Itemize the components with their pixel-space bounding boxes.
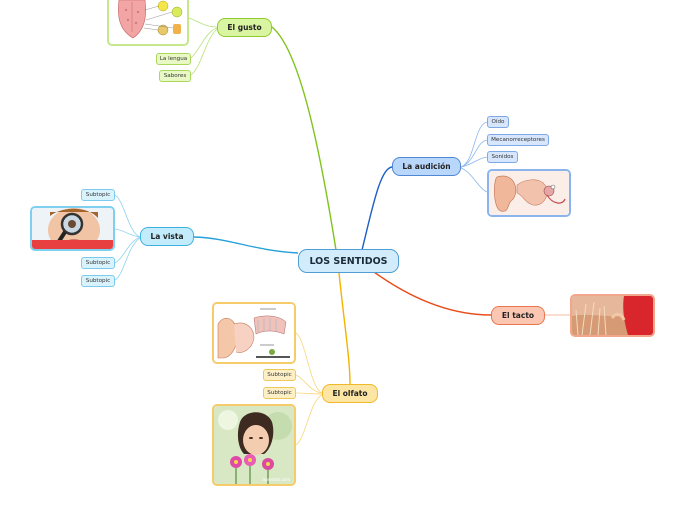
olfato-connectors — [295, 332, 323, 446]
wheat-field-photo — [572, 296, 653, 335]
vista-connectors — [114, 194, 141, 281]
branch-line-gusto — [271, 26, 337, 251]
subtopic-la-lengua[interactable]: La lengua — [156, 53, 191, 65]
flowers-photo: aprentos.com — [214, 406, 294, 484]
image-girl-smelling-flowers[interactable]: aprentos.com — [212, 404, 296, 486]
branch-vista[interactable]: La vista — [140, 227, 194, 246]
central-topic[interactable]: LOS SENTIDOS — [298, 249, 399, 273]
branch-line-tacto — [373, 271, 492, 316]
image-ear-anatomy[interactable] — [487, 169, 571, 217]
audicion-connectors — [460, 121, 488, 193]
branch-line-olfato — [338, 272, 351, 385]
subtopic-vista-3[interactable]: Subtopic — [81, 275, 115, 287]
image-nose-anatomy[interactable] — [212, 302, 296, 364]
subtopic-oido[interactable]: Oído — [487, 116, 509, 128]
branch-line-audicion — [361, 166, 393, 251]
branch-tacto[interactable]: El tacto — [491, 306, 545, 325]
branch-olfato[interactable]: El olfato — [322, 384, 378, 403]
subtopic-mecanorreceptores[interactable]: Mecanorreceptores — [487, 134, 549, 146]
subtopic-vista-1[interactable]: Subtopic — [81, 189, 115, 201]
subtopic-sonidos[interactable]: Sonidos — [487, 151, 518, 163]
subtopic-sabores[interactable]: Sabores — [159, 70, 191, 82]
tongue-illustration — [118, 0, 183, 39]
image-tongue-diagram[interactable] — [107, 0, 189, 46]
magnifier-photo — [32, 208, 113, 249]
gusto-connectors — [188, 17, 218, 76]
subtopic-vista-2[interactable]: Subtopic — [81, 257, 115, 269]
ear-illustration — [489, 171, 569, 215]
subtopic-olfato-1[interactable]: Subtopic — [263, 369, 296, 381]
branch-line-vista — [193, 236, 299, 254]
subtopic-olfato-2[interactable]: Subtopic — [263, 387, 296, 399]
photo-caption: aprentos.com — [263, 477, 291, 482]
image-hand-wheat[interactable] — [570, 294, 655, 337]
branch-gusto[interactable]: El gusto — [217, 18, 272, 37]
image-child-magnifier[interactable] — [30, 206, 115, 251]
nose-illustration — [214, 304, 294, 362]
branch-audicion[interactable]: La audición — [392, 157, 461, 176]
